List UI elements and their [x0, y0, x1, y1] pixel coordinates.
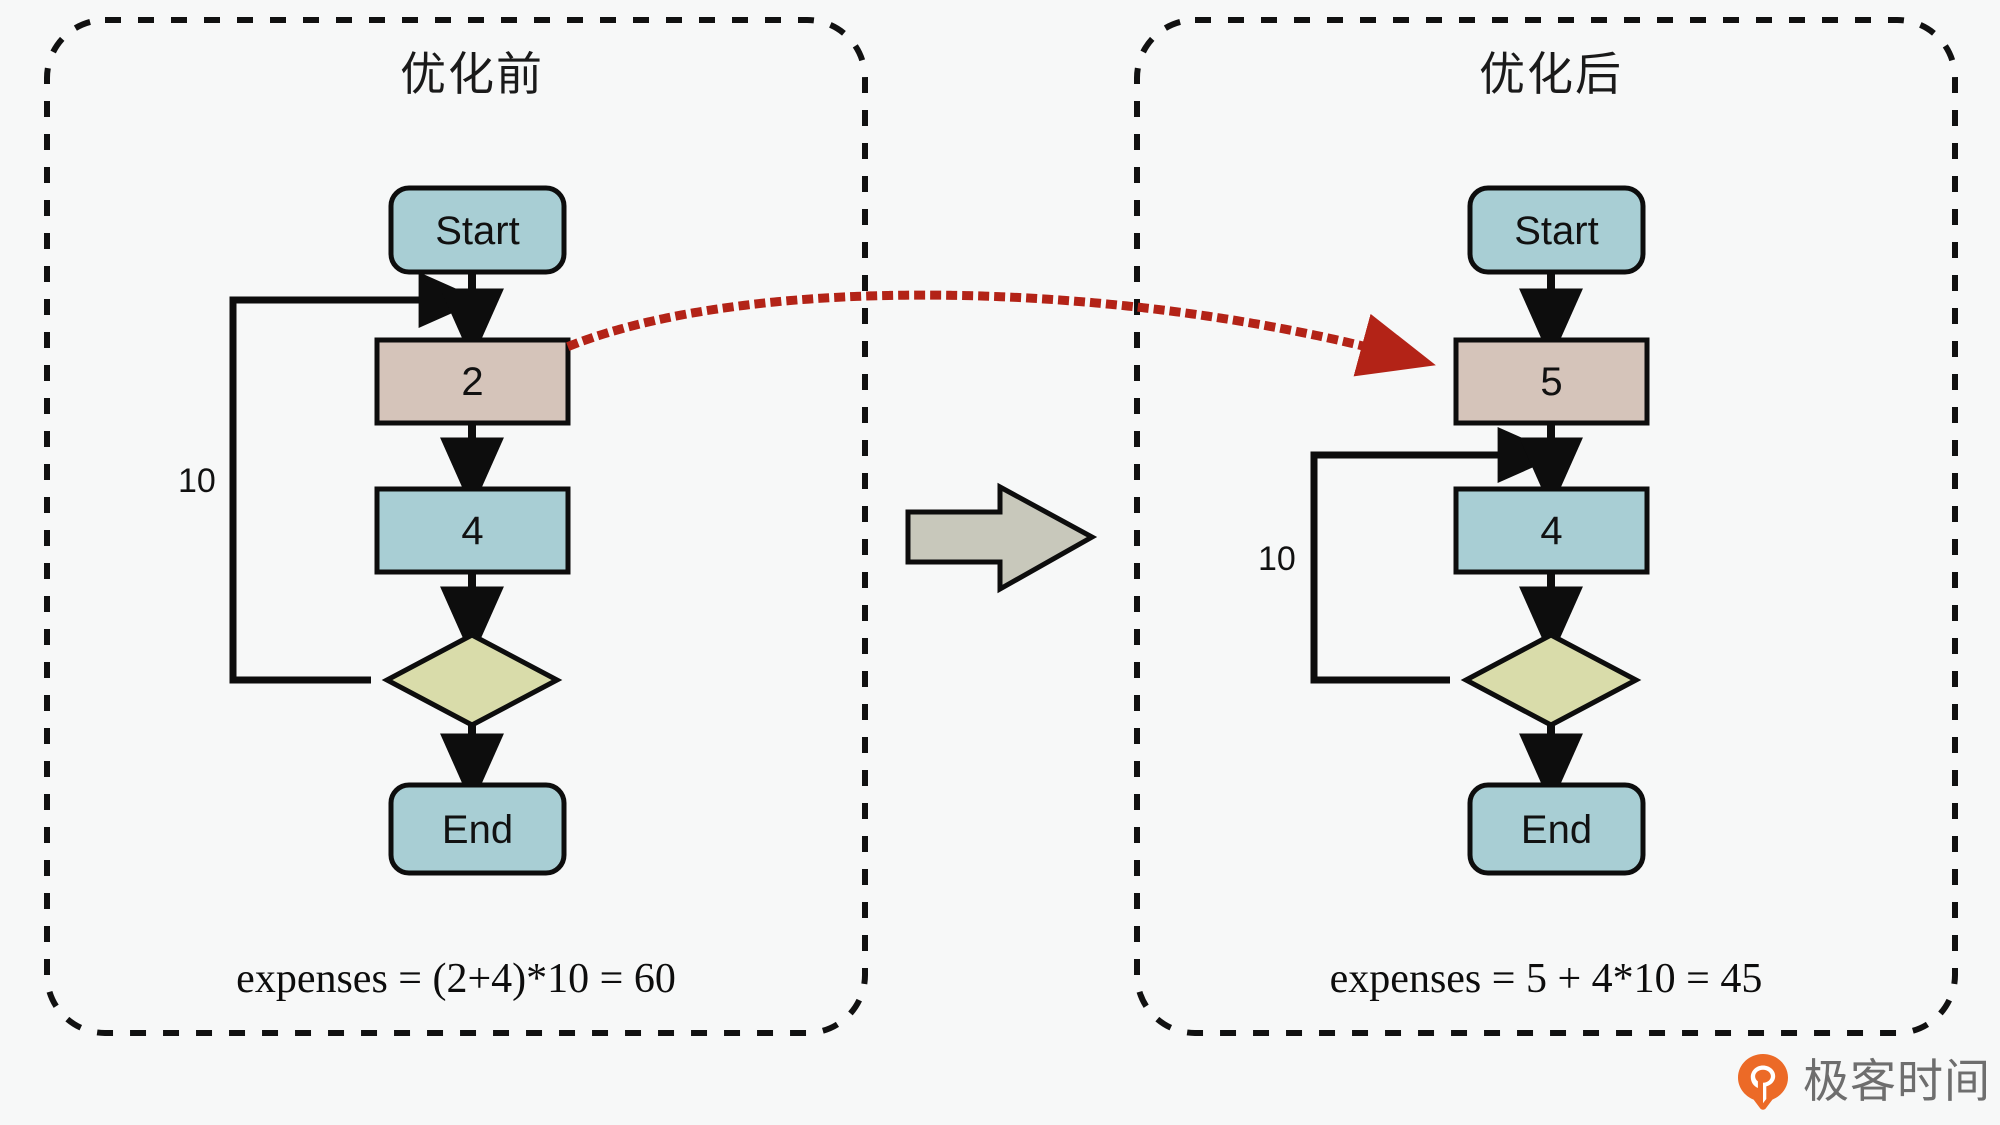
transform-block-arrow: [905, 482, 1098, 594]
after-node-cost-b: [1453, 486, 1650, 575]
before-node-cost-a: [374, 337, 571, 426]
after-node-start: [1467, 185, 1646, 275]
after-node-cost-a: [1453, 337, 1650, 426]
after-node-end-label: End: [1520, 808, 1593, 852]
after-node-cost-a-label: 5: [1540, 360, 1563, 404]
before-node-start-label: Start: [435, 209, 520, 253]
after-node-decision: [1460, 632, 1642, 728]
geektime-logo: 极客时间: [1735, 1052, 1991, 1110]
before-node-cost-b: [374, 486, 571, 575]
before-node-end-label: End: [441, 808, 514, 852]
after-loop-count-label: 10: [1258, 540, 1296, 578]
after-node-cost-b-label: 4: [1540, 509, 1563, 553]
panel-before-title: 优化前: [400, 47, 544, 101]
before-loop-count-label: 10: [178, 462, 216, 500]
panel-after-title: 优化后: [1479, 47, 1623, 101]
optimization-link-arrow: [566, 290, 1436, 377]
after-node-end: [1467, 782, 1646, 876]
geektime-logo-text: 极客时间: [1803, 1054, 1991, 1108]
after-node-start-label: Start: [1514, 209, 1599, 253]
before-loop-back-edge: [229, 272, 482, 684]
after-loop-back-edge: [1310, 427, 1561, 684]
before-node-cost-b-label: 4: [461, 509, 484, 553]
before-node-end: [388, 782, 567, 876]
before-node-decision: [381, 632, 563, 728]
before-node-cost-a-label: 2: [461, 360, 484, 404]
panel-before-caption: expenses = (2+4)*10 = 60: [236, 956, 676, 1002]
geektime-mark-icon: [1735, 1052, 1791, 1110]
before-node-start: [388, 185, 567, 275]
panel-after-caption: expenses = 5 + 4*10 = 45: [1329, 956, 1763, 1002]
